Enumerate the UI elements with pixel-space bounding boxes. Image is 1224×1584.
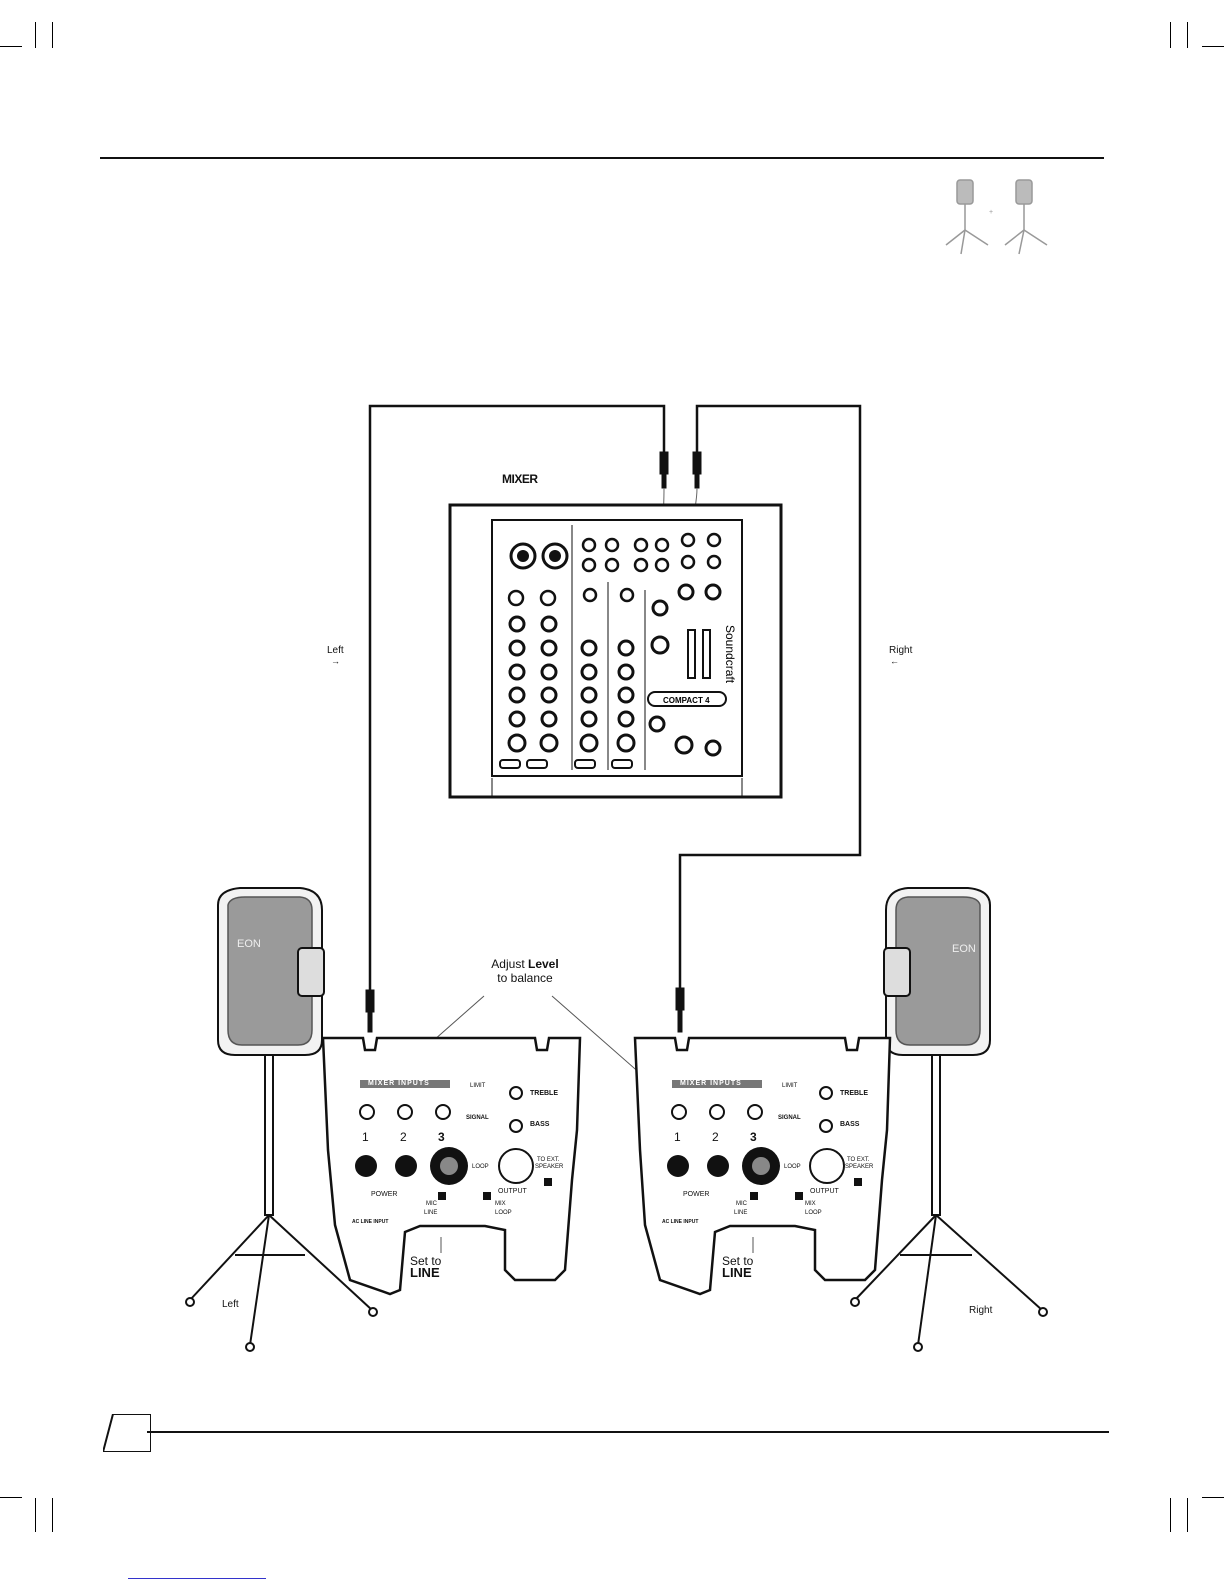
loop-mode-label: LOOP <box>805 1210 822 1216</box>
crop-mark <box>1202 46 1224 47</box>
panel-section-label: MIXER INPUTS <box>680 1080 742 1087</box>
speaker-brand: EON <box>237 938 261 950</box>
channel-1-label: 1 <box>674 1130 681 1144</box>
channel-1-label: 1 <box>362 1130 369 1144</box>
bass-label: BASS <box>530 1121 550 1128</box>
right-arrow-icon: → <box>331 656 340 666</box>
bass-label: BASS <box>840 1121 860 1128</box>
treble-label: TREBLE <box>840 1090 868 1097</box>
mix-label: MIX <box>805 1201 816 1207</box>
speaker-pair-icon: + <box>945 179 1048 255</box>
crop-mark <box>1170 22 1171 48</box>
mixer-illustration: COMPACT 4 Soundcraft <box>448 503 783 799</box>
crop-mark <box>1187 22 1188 48</box>
right-speaker: EON <box>883 887 991 1056</box>
footer-rule <box>147 1431 1109 1433</box>
channel-3-label: 3 <box>750 1130 757 1144</box>
left-stand-label: Left <box>222 1299 239 1310</box>
to-ext-label: TO EXT. <box>537 1157 560 1163</box>
channel-3-label: 3 <box>438 1130 445 1144</box>
output-label: OUTPUT <box>810 1188 839 1195</box>
right-side-label: Right <box>889 645 913 656</box>
crop-mark <box>35 22 36 48</box>
power-label: POWER <box>683 1191 710 1198</box>
signal-label: SIGNAL <box>466 1115 489 1121</box>
left-side-label: Left <box>327 645 344 656</box>
set-to-value: LINE <box>410 1265 440 1280</box>
mic-label: MIC <box>736 1201 747 1207</box>
adjust-prefix: Adjust <box>491 957 525 971</box>
link-underline <box>128 1578 266 1579</box>
crop-mark <box>52 22 53 48</box>
adjust-keyword: Level <box>528 957 559 971</box>
left-speaker: EON <box>217 887 325 1056</box>
speaker-brand: EON <box>952 943 976 955</box>
svg-text:+: + <box>989 209 993 216</box>
set-to-label: Set to <box>722 1254 754 1268</box>
ac-input-label: AC LINE INPUT <box>662 1219 699 1225</box>
loop-label: LOOP <box>784 1164 801 1170</box>
ac-input-label: AC LINE INPUT <box>352 1219 389 1225</box>
crop-mark <box>0 1497 22 1498</box>
to-ext-label: TO EXT. <box>847 1157 870 1163</box>
crop-mark <box>1187 1498 1188 1532</box>
left-arrow-icon: ← <box>890 656 899 666</box>
speaker-label: SPEAKER <box>845 1164 874 1170</box>
right-cable <box>678 404 862 988</box>
left-stand <box>185 1054 378 1352</box>
line-label: LINE <box>734 1210 748 1216</box>
line-label: LINE <box>424 1210 438 1216</box>
set-to-label: Set to <box>410 1254 442 1268</box>
left-rear-panel <box>321 1036 582 1296</box>
header-rule <box>100 157 1104 159</box>
signal-label: SIGNAL <box>778 1115 801 1121</box>
adjust-suffix: to balance <box>497 971 553 985</box>
loop-mode-label: LOOP <box>495 1210 512 1216</box>
right-stand <box>850 1054 1048 1352</box>
crop-mark <box>1202 1497 1224 1498</box>
crop-mark <box>0 46 22 47</box>
page-number-tab <box>103 1414 151 1452</box>
jack-plug <box>365 451 702 1033</box>
channel-2-label: 2 <box>400 1130 407 1144</box>
panel-section-label: MIXER INPUTS <box>368 1080 430 1087</box>
adjust-level-callout: Adjust Level to balance <box>470 957 580 985</box>
limit-label: LIMIT <box>782 1083 798 1089</box>
crop-mark <box>35 1498 36 1532</box>
mixer-model: COMPACT 4 <box>663 696 710 705</box>
speaker-label: SPEAKER <box>535 1164 564 1170</box>
channel-2-label: 2 <box>712 1130 719 1144</box>
output-label: OUTPUT <box>498 1188 527 1195</box>
mixer-brand: Soundcraft <box>723 625 737 684</box>
crop-mark <box>1170 1498 1171 1532</box>
right-rear-panel <box>633 1036 892 1296</box>
crop-mark <box>52 1498 53 1532</box>
mixer-title: MIXER <box>502 472 538 486</box>
loop-label: LOOP <box>472 1164 489 1170</box>
mix-label: MIX <box>495 1201 506 1207</box>
right-stand-label: Right <box>969 1305 993 1316</box>
mic-label: MIC <box>426 1201 437 1207</box>
set-to-line-callout: Set to LINE <box>410 1255 441 1279</box>
limit-label: LIMIT <box>470 1083 486 1089</box>
set-to-value: LINE <box>722 1265 752 1280</box>
left-cable <box>368 404 666 990</box>
power-label: POWER <box>371 1191 398 1198</box>
set-to-line-callout: Set to LINE <box>722 1255 753 1279</box>
treble-label: TREBLE <box>530 1090 558 1097</box>
